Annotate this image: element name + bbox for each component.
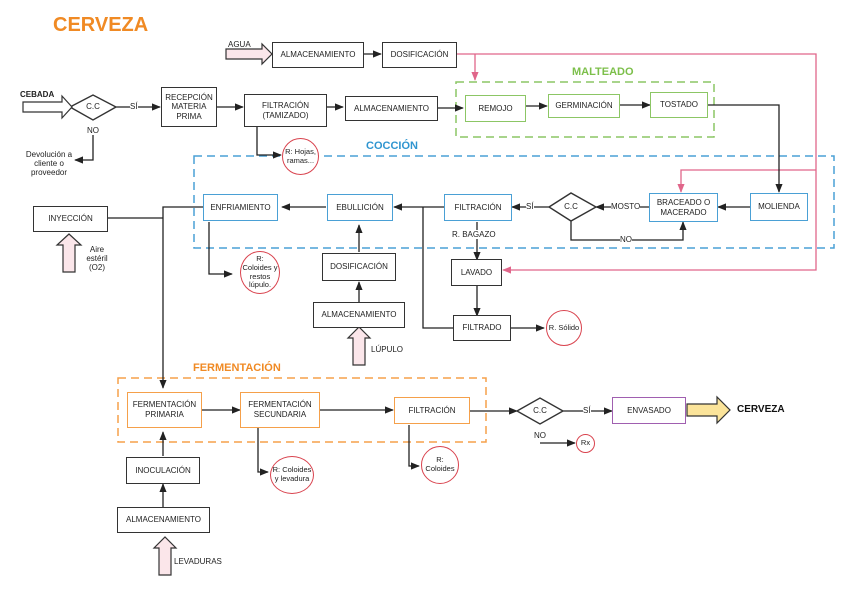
levaduras-input-arrow <box>152 536 178 576</box>
decision-label-1: C.C <box>86 102 100 111</box>
process-remojo: REMOJO <box>465 95 526 122</box>
page-title: CERVEZA <box>53 14 149 36</box>
input-label-levaduras: LEVADURAS <box>174 557 222 566</box>
process-inyeccion: INYECCIÓN <box>33 206 108 232</box>
section-label-fermentacion: FERMENTACIÓN <box>193 362 281 374</box>
residue-coloides: R: Coloides <box>421 446 459 484</box>
residue-hojas: R: Hojas, ramas... <box>282 138 319 175</box>
section-label-malteado: MALTEADO <box>572 66 634 78</box>
process-inoculacion: INOCULACIÓN <box>126 457 200 484</box>
decision-diamond-3 <box>515 397 565 425</box>
process-filtracion-coccion: FILTRACIÓN <box>444 194 512 221</box>
process-braceado: BRACEADO O MACERADO <box>649 193 718 222</box>
process-envasado: ENVASADO <box>612 397 686 424</box>
decision-label-3: C.C <box>533 406 547 415</box>
edge-label-bagazo: R. BAGAZO <box>452 230 496 240</box>
process-tostado: TOSTADO <box>650 92 708 118</box>
edge-label-si-2: SÍ <box>526 202 534 212</box>
edge-label-si-1: SÍ <box>130 102 138 112</box>
devolucion-label: Devolución a cliente o proveedor <box>25 150 73 178</box>
flow-connectors <box>74 50 783 507</box>
process-recepcion: RECEPCIÓN MATERIA PRIMA <box>161 87 217 127</box>
process-filtrado: FILTRADO <box>453 315 511 341</box>
coccion-frame <box>193 155 835 249</box>
process-fermentacion-secundaria: FERMENTACIÓN SECUNDARIA <box>240 392 320 428</box>
process-agua-almacenamiento: ALMACENAMIENTO <box>272 42 364 68</box>
process-filtracion-tamizado: FILTRACIÓN (TAMIZADO) <box>244 94 327 127</box>
agua-input-arrow <box>225 42 273 66</box>
edge-label-no-3: NO <box>534 431 546 440</box>
process-ebullicion: EBULLICIÓN <box>327 194 393 221</box>
input-label-lupulo: LÚPULO <box>371 345 404 354</box>
cebada-input-arrow <box>22 94 73 120</box>
process-enfriamiento: ENFRIAMIENTO <box>203 194 278 221</box>
edge-label-no-2: NO <box>620 235 632 245</box>
residue-coloides-lupulo: R: Coloides y restos lúpulo. <box>240 251 280 294</box>
residue-solido: R. Sólido <box>546 310 582 346</box>
edge-label-no-1: NO <box>87 126 99 136</box>
input-label-agua: AGUA <box>228 40 251 49</box>
input-label-cebada: CEBADA <box>20 90 55 99</box>
fermentacion-frame <box>117 377 487 443</box>
decision-label-2: C.C <box>564 202 578 211</box>
input-label-aire: Aire estéril (O2) <box>86 245 108 273</box>
decision-diamond-1 <box>68 94 118 121</box>
process-levadura-almacenamiento: ALMACENAMIENTO <box>117 507 210 533</box>
aire-input-arrow <box>55 233 83 273</box>
process-fermentacion-primaria: FERMENTACIÓN PRIMARIA <box>127 392 202 428</box>
process-filtracion-fermentacion: FILTRACIÓN <box>394 397 470 424</box>
decision-diamond-2 <box>547 192 598 222</box>
edge-label-mosto: MOSTO <box>611 202 641 212</box>
process-molienda: MOLIENDA <box>750 193 808 221</box>
output-label: CERVEZA <box>737 404 785 415</box>
residue-rx: Rx <box>576 434 595 453</box>
edge-label-si-3: SÍ <box>583 406 591 416</box>
water-lines <box>457 53 817 274</box>
residue-coloides-levadura: R: Coloides y levadura <box>270 456 314 494</box>
section-label-coccion: COCCIÓN <box>366 140 418 152</box>
process-lavado: LAVADO <box>451 259 502 286</box>
process-germinacion: GERMINACIÓN <box>548 94 620 118</box>
lupulo-input-arrow <box>346 326 372 366</box>
process-lupulo-dosificacion: DOSIFICACIÓN <box>322 253 396 281</box>
output-arrow <box>686 395 731 425</box>
process-agua-dosificacion: DOSIFICACIÓN <box>382 42 457 68</box>
process-almacenamiento-cebada: ALMACENAMIENTO <box>345 96 438 121</box>
process-lupulo-almacenamiento: ALMACENAMIENTO <box>313 302 405 328</box>
